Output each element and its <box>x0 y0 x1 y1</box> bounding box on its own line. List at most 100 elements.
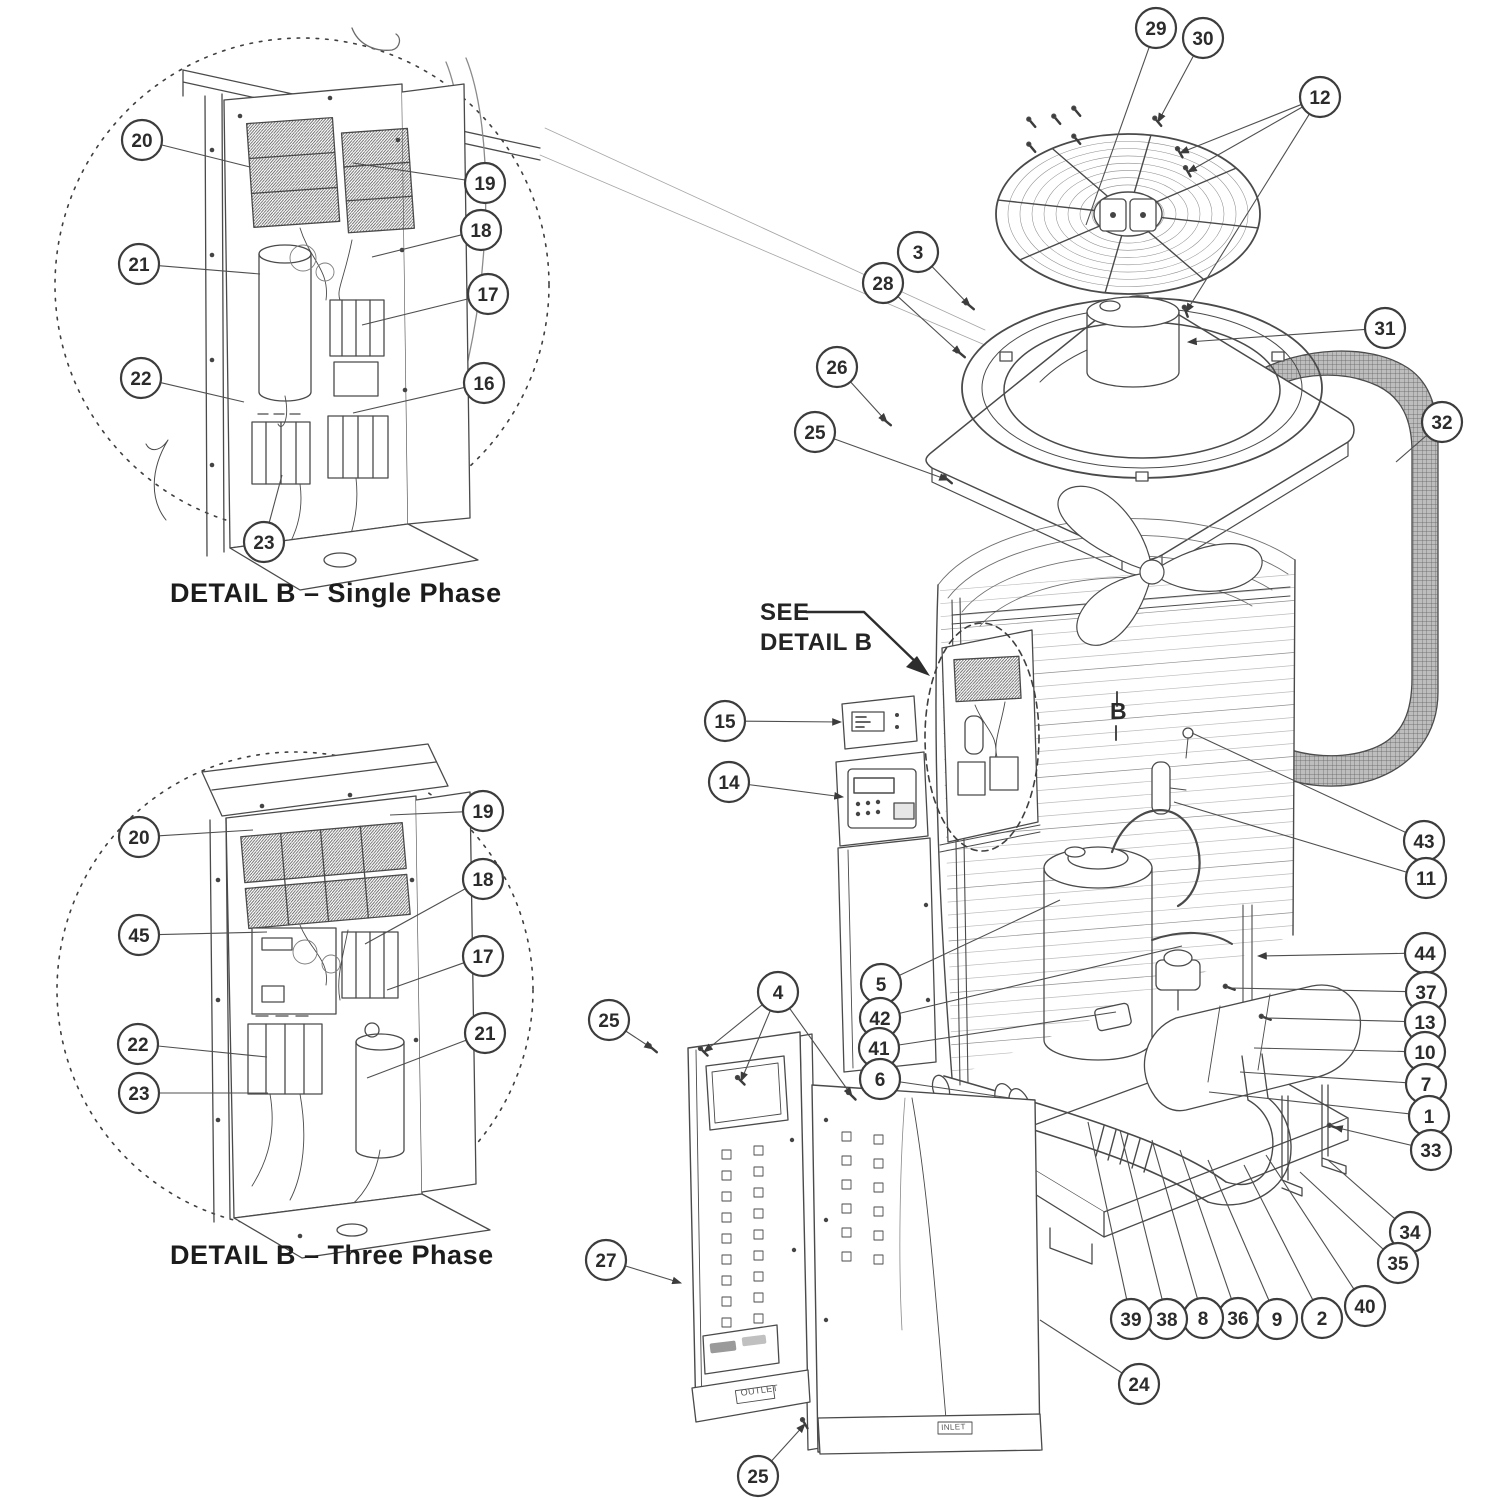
callout-number: 18 <box>472 870 493 891</box>
leader-line <box>352 162 466 181</box>
callout-circle <box>1404 856 1448 900</box>
callout-circle <box>707 760 751 804</box>
callout-number: 19 <box>472 802 493 823</box>
leader-line <box>352 386 465 414</box>
callout-circle <box>463 161 507 205</box>
callout-number: 10 <box>1414 1043 1435 1064</box>
caption-detail-three-phase: DETAIL B – Three Phase <box>170 1240 494 1270</box>
callout-circle <box>1181 16 1225 60</box>
leader-line <box>1179 1149 1232 1300</box>
leader-line <box>740 1010 771 1083</box>
callout-circle <box>1420 400 1464 444</box>
callout-number: 22 <box>127 1035 148 1056</box>
fan-blade <box>1057 485 1263 646</box>
callout-circle <box>896 230 940 274</box>
callout-number: 38 <box>1156 1310 1177 1331</box>
callout-27: 27 <box>584 1238 683 1285</box>
leader-line <box>1173 801 1408 873</box>
leader-line <box>1151 1139 1199 1299</box>
leader-line <box>897 296 962 355</box>
callout-circle <box>703 699 747 743</box>
callout-18: 18 <box>364 857 505 945</box>
callout-6: 6 <box>858 1057 1011 1101</box>
callout-26: 26 <box>815 345 888 423</box>
leader-line <box>366 1039 467 1079</box>
callout-number: 8 <box>1198 1309 1209 1330</box>
see-detail-b-label: SEE DETAIL B <box>760 598 872 658</box>
callout-number: 17 <box>472 947 493 968</box>
leader-line <box>1187 106 1303 173</box>
callout-circle <box>1363 306 1407 350</box>
callout-number: 27 <box>595 1251 616 1272</box>
callout-number: 19 <box>474 174 495 195</box>
callout-22: 22 <box>116 1022 268 1066</box>
electrical-box <box>924 622 1041 853</box>
callout-number: 34 <box>1399 1223 1421 1244</box>
callout-15: 15 <box>703 699 843 743</box>
callout-12: 12 <box>1178 75 1342 313</box>
callout-circle <box>117 913 161 957</box>
leader-line <box>1239 1071 1407 1084</box>
leader-line <box>1039 1319 1123 1374</box>
callout-circle <box>120 118 164 162</box>
callout-22: 22 <box>119 356 245 403</box>
leader-line <box>1208 1091 1410 1115</box>
callout-circle <box>242 520 286 564</box>
callout-40: 40 <box>1265 1154 1387 1328</box>
callout-circle <box>756 970 800 1014</box>
callout-number: 22 <box>130 369 151 390</box>
callout-33: 33 <box>1332 1125 1453 1172</box>
callout-25: 25 <box>736 1423 806 1498</box>
callout-number: 21 <box>474 1024 496 1045</box>
callout-23: 23 <box>117 1071 268 1115</box>
leader-line <box>850 381 888 423</box>
callout-circle <box>459 208 503 252</box>
leader-line <box>1229 987 1407 993</box>
callout-3: 3 <box>896 230 971 307</box>
leader-line <box>160 382 245 403</box>
leader-line <box>1119 1129 1163 1300</box>
callout-45: 45 <box>117 913 268 957</box>
callout-circle <box>463 1011 507 1055</box>
callout-circle <box>1409 1128 1453 1172</box>
leader-line <box>1085 46 1150 226</box>
callout-24: 24 <box>1039 1319 1161 1406</box>
leader-line <box>625 1030 654 1050</box>
callout-number: 4 <box>773 983 784 1004</box>
inlet-label: INLET <box>941 1422 966 1432</box>
leader-line <box>899 1081 1011 1099</box>
callout-circle <box>815 345 859 389</box>
callout-number: 17 <box>477 285 498 306</box>
callout-number: 6 <box>875 1070 886 1091</box>
callout-29: 29 <box>1085 6 1178 226</box>
callout-number: 30 <box>1192 29 1213 50</box>
leader-line <box>703 1004 763 1053</box>
callout-circle <box>462 361 506 405</box>
callout-14: 14 <box>707 760 845 804</box>
leader-line <box>158 931 268 936</box>
callout-19: 19 <box>352 161 507 205</box>
callout-number: 5 <box>876 975 887 996</box>
leader-line <box>771 1423 806 1462</box>
callout-circle <box>461 934 505 978</box>
callout-17: 17 <box>386 934 505 991</box>
leader-line <box>1243 1164 1314 1301</box>
see-detail-arrow <box>804 610 930 676</box>
callout-number: 15 <box>714 712 736 733</box>
callout-circle <box>119 356 163 400</box>
leader-line <box>748 784 845 800</box>
leader-line <box>789 1007 853 1097</box>
callout-10: 10 <box>1253 1030 1447 1074</box>
callout-number: 45 <box>128 926 150 947</box>
callout-number: 43 <box>1413 832 1434 853</box>
callout-circle <box>1300 1296 1344 1340</box>
leader-line <box>1178 103 1302 154</box>
callout-circle <box>461 857 505 901</box>
callout-number: 40 <box>1354 1297 1375 1318</box>
fan-motor <box>1039 296 1180 388</box>
see-detail-line2: DETAIL B <box>760 629 873 656</box>
leader-line <box>1256 951 1406 960</box>
